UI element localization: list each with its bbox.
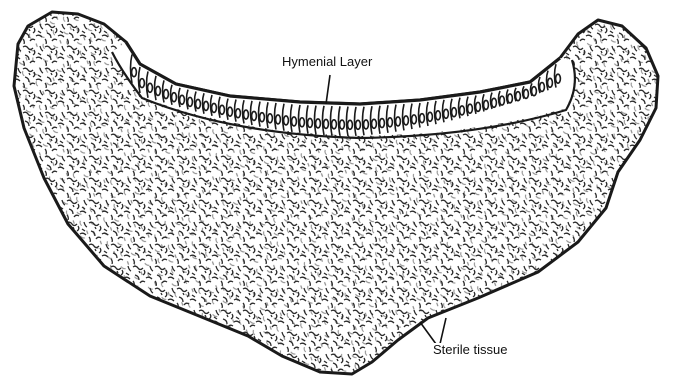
sterile-tissue-label: Sterile tissue [432, 343, 508, 357]
hymenial-layer-label: Hymenial Layer [281, 55, 373, 69]
sterile-tissue-pointer [420, 322, 436, 344]
hymenial-layer-pointer [326, 75, 330, 104]
sterile-tissue-pointer-2 [440, 318, 446, 344]
